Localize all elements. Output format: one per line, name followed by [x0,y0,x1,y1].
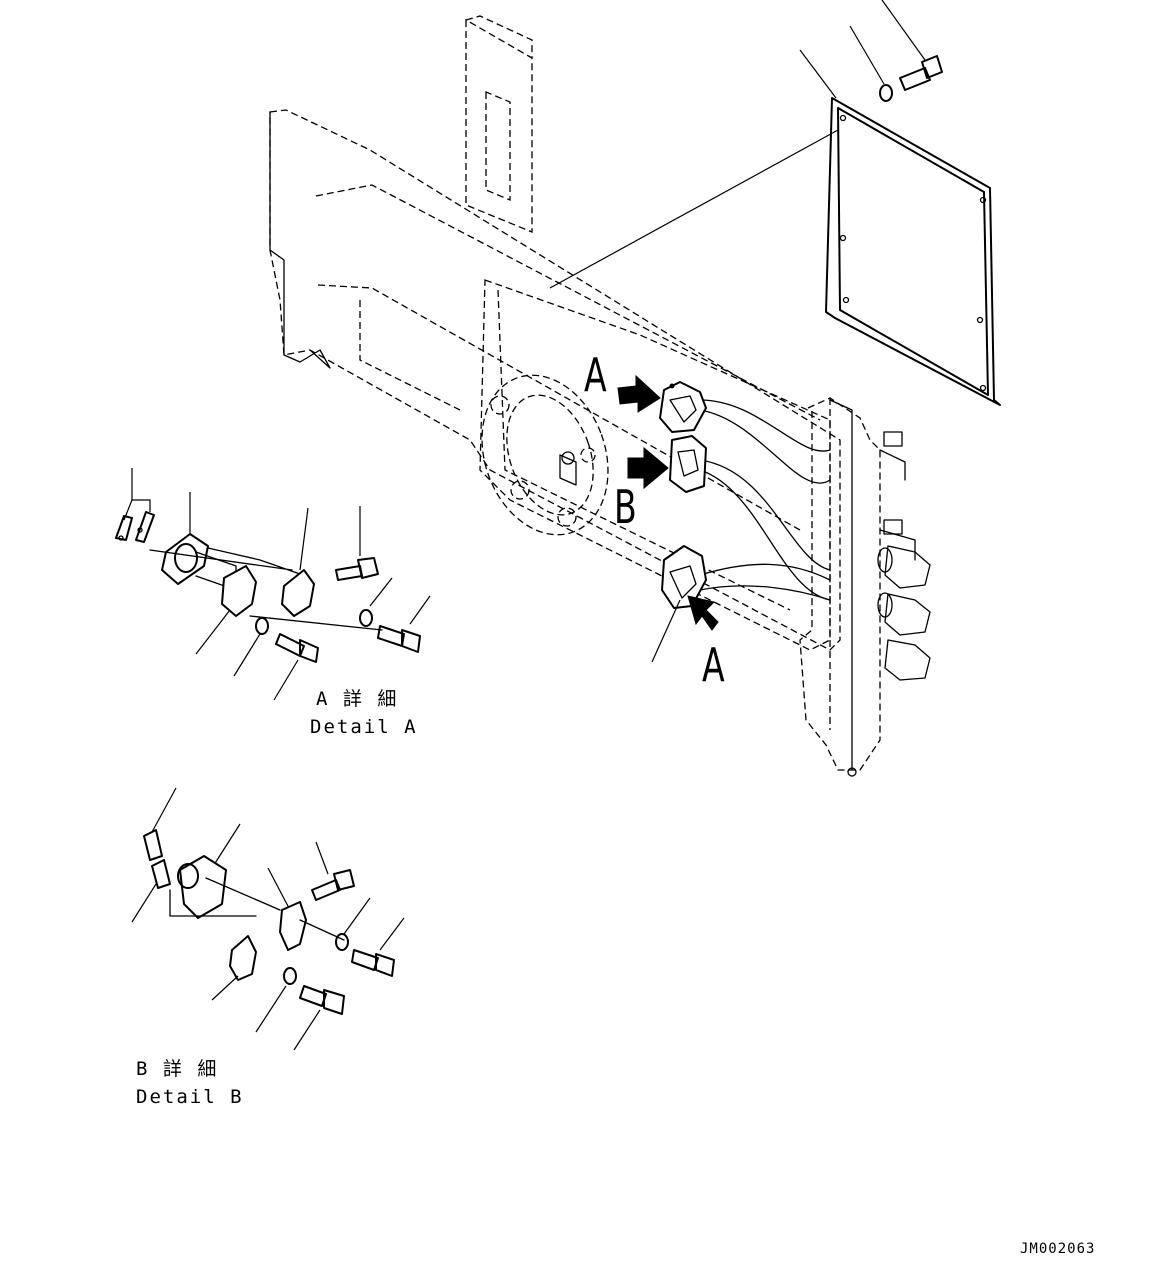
callout-a-bottom: A [702,638,725,692]
drawing-code: JM002063 [1020,1241,1096,1257]
cover-gasket [825,97,1001,406]
arrow-a-bottom [687,595,719,631]
hose-clamp-a-top [659,381,707,433]
hose-clamp-b [669,435,707,493]
callout-b: B [614,480,637,534]
arrow-b [627,446,669,490]
detail-b-title-jp: B 詳 細 [136,1058,219,1080]
callout-a-top: A [584,348,607,402]
detail-b-title-en: Detail B [136,1086,244,1108]
hose-clamp-a-bottom [651,545,707,663]
right-column [799,397,931,777]
detail-a-parts [115,468,431,701]
detail-a-title-en: Detail A [310,716,418,738]
detail-b-parts [131,787,405,1051]
hoses [699,399,831,601]
detail-a-title-jp: A 詳 細 [316,688,399,710]
main-frame [269,15,841,651]
arrow-a-top [617,374,661,413]
cover-bolt [799,0,943,102]
